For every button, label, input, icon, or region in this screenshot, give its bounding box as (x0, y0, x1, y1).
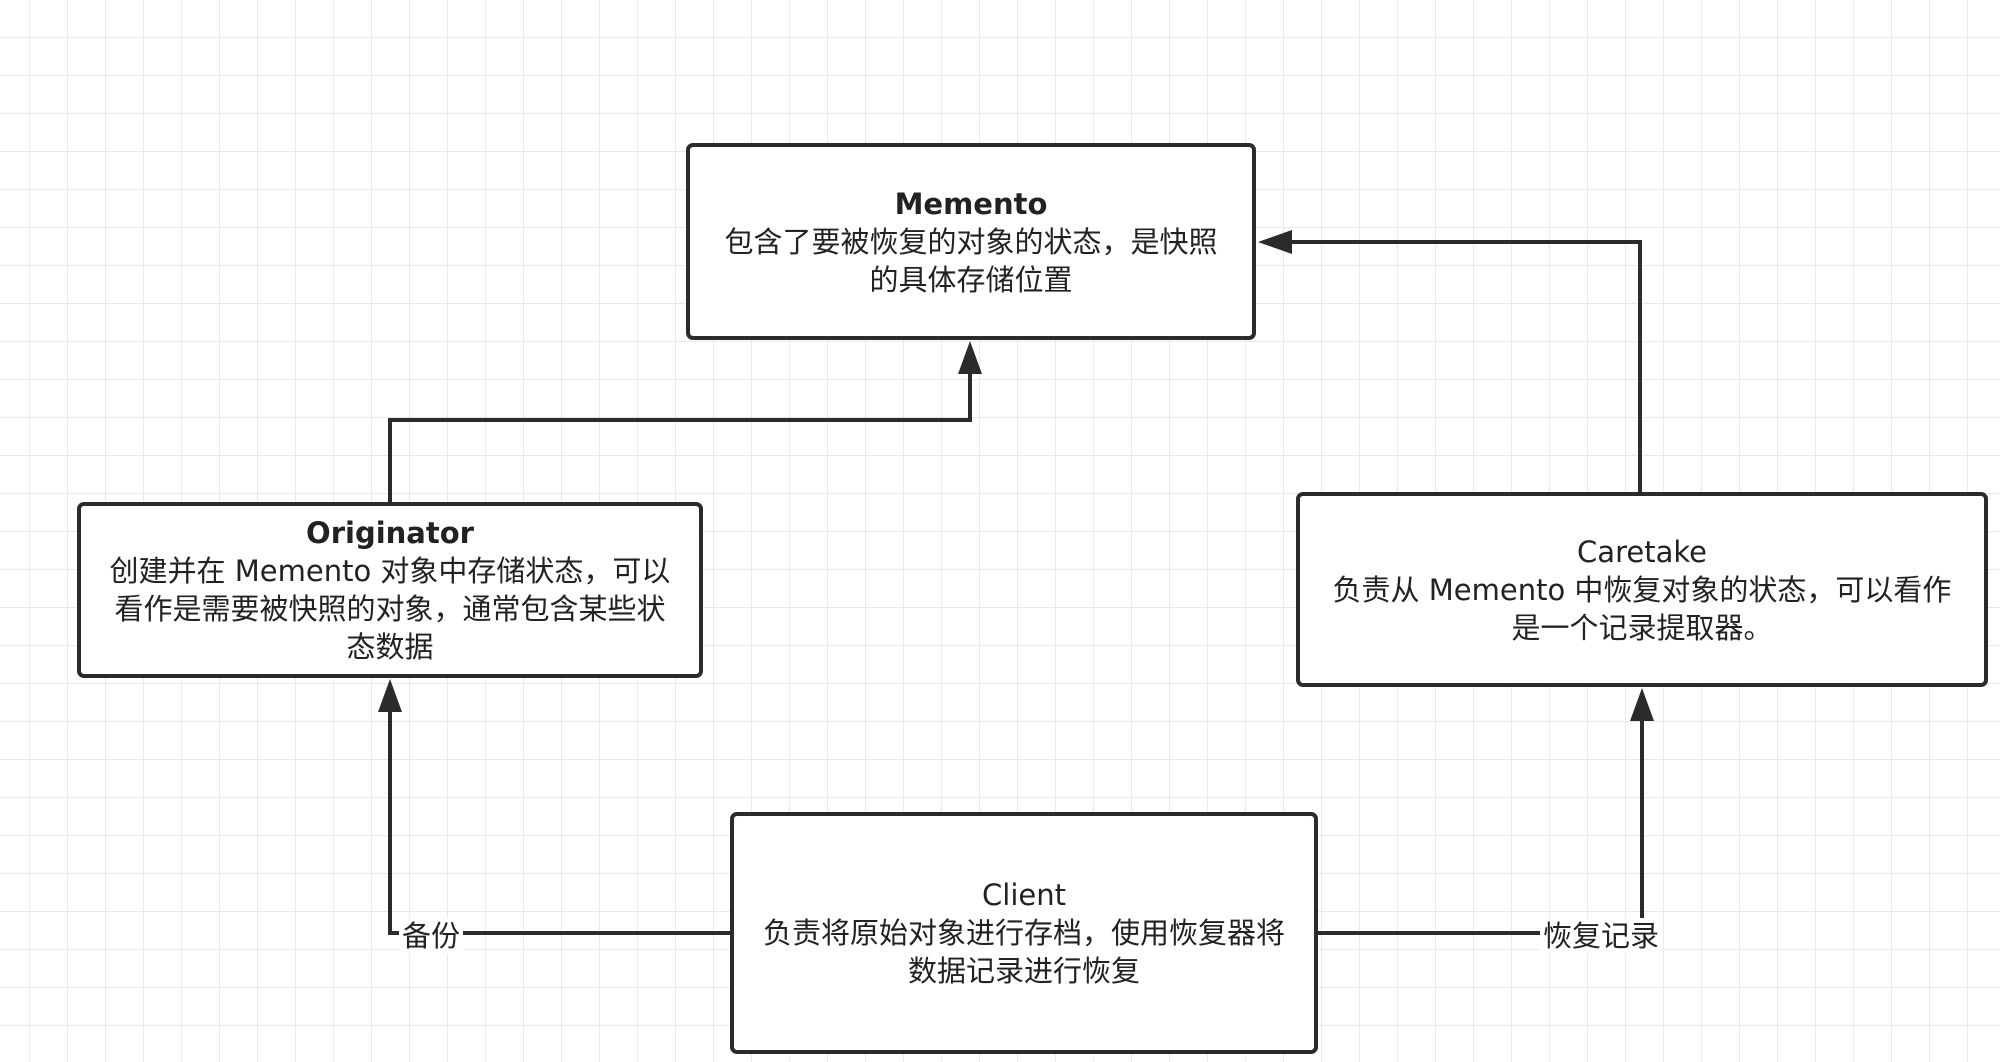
arrowhead-left-memento (1258, 230, 1292, 254)
originator-node[interactable]: Originator 创建并在 Memento 对象中存储状态，可以看作是需要被… (77, 502, 703, 678)
caretake-node[interactable]: Caretake 负责从 Memento 中恢复对象的状态，可以看作是一个记录提… (1296, 492, 1988, 687)
edge-caretake-to-memento (1266, 240, 1642, 492)
caretake-title: Caretake (1577, 534, 1707, 569)
originator-description: 创建并在 Memento 对象中存储状态，可以看作是需要被快照的对象，通常包含某… (109, 554, 671, 664)
memento-description: 包含了要被恢复的对象的状态，是快照的具体存储位置 (724, 224, 1218, 297)
client-title: Client (982, 878, 1066, 912)
client-node[interactable]: Client 负责将原始对象进行存档，使用恢复器将数据记录进行恢复 (730, 812, 1318, 1054)
edge-client-to-originator (388, 686, 730, 935)
arrowhead-up-memento (958, 341, 982, 374)
edge-label-restore: 恢复记录 (1540, 918, 1663, 954)
edge-label-backup: 备份 (399, 918, 464, 954)
client-description: 负责将原始对象进行存档，使用恢复器将数据记录进行恢复 (762, 916, 1285, 988)
originator-title: Originator (306, 516, 474, 550)
arrowhead-up-originator (378, 679, 402, 712)
memento-node[interactable]: Memento 包含了要被恢复的对象的状态，是快照的具体存储位置 (686, 143, 1256, 340)
caretake-description: 负责从 Memento 中恢复对象的状态，可以看作是一个记录提取器。 (1332, 572, 1952, 645)
memento-title: Memento (894, 186, 1048, 221)
edge-client-to-caretake (1318, 696, 1644, 935)
arrowhead-up-caretake (1630, 688, 1654, 721)
edge-originator-to-memento (388, 348, 972, 502)
